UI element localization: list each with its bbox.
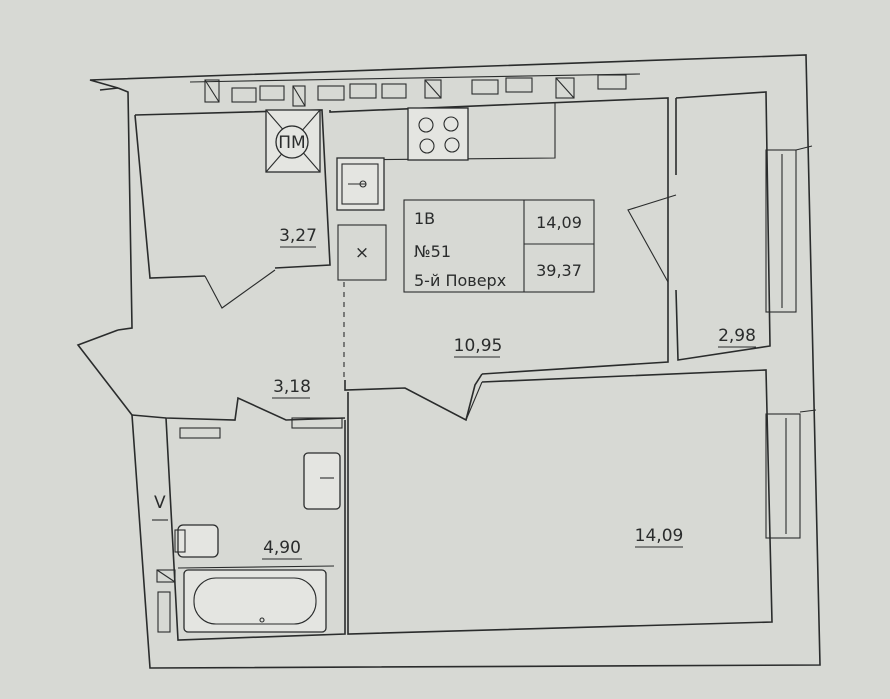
bedroom: [347, 369, 817, 635]
kitchen-living-area-label: 10,95: [454, 336, 503, 356]
washing-machine: ПМ: [265, 109, 321, 173]
apartment-number: №51: [414, 242, 451, 261]
total-area-value: 39,37: [536, 261, 582, 280]
hallway: [76, 329, 346, 421]
outer-walls: [89, 54, 821, 669]
apartment-floor: 5-й Поверх: [414, 271, 506, 290]
vent-mark: V: [154, 493, 166, 513]
top-wall-openings: [204, 74, 627, 107]
balcony: [627, 91, 813, 361]
living-area-value: 14,09: [536, 213, 582, 232]
apartment-info-box: 1В №51 5-й Поверх 14,09 39,37: [403, 199, 595, 293]
apartment-type: 1В: [414, 209, 435, 228]
room-labels: 3,27 10,95 3,18 2,98 4,90 14,09: [262, 226, 756, 560]
kitchen-area: ×: [329, 97, 669, 422]
storage-area-label: 3,27: [279, 226, 317, 246]
vent-cross-mark: ×: [355, 243, 369, 263]
bathroom: V: [152, 417, 346, 641]
hallway-area-label: 3,18: [273, 377, 311, 397]
balcony-area-label: 2,98: [718, 326, 756, 346]
storage-room: [134, 109, 331, 309]
washing-machine-label: ПМ: [278, 133, 305, 153]
bedroom-area-label: 14,09: [635, 526, 684, 546]
bathroom-area-label: 4,90: [263, 538, 301, 558]
